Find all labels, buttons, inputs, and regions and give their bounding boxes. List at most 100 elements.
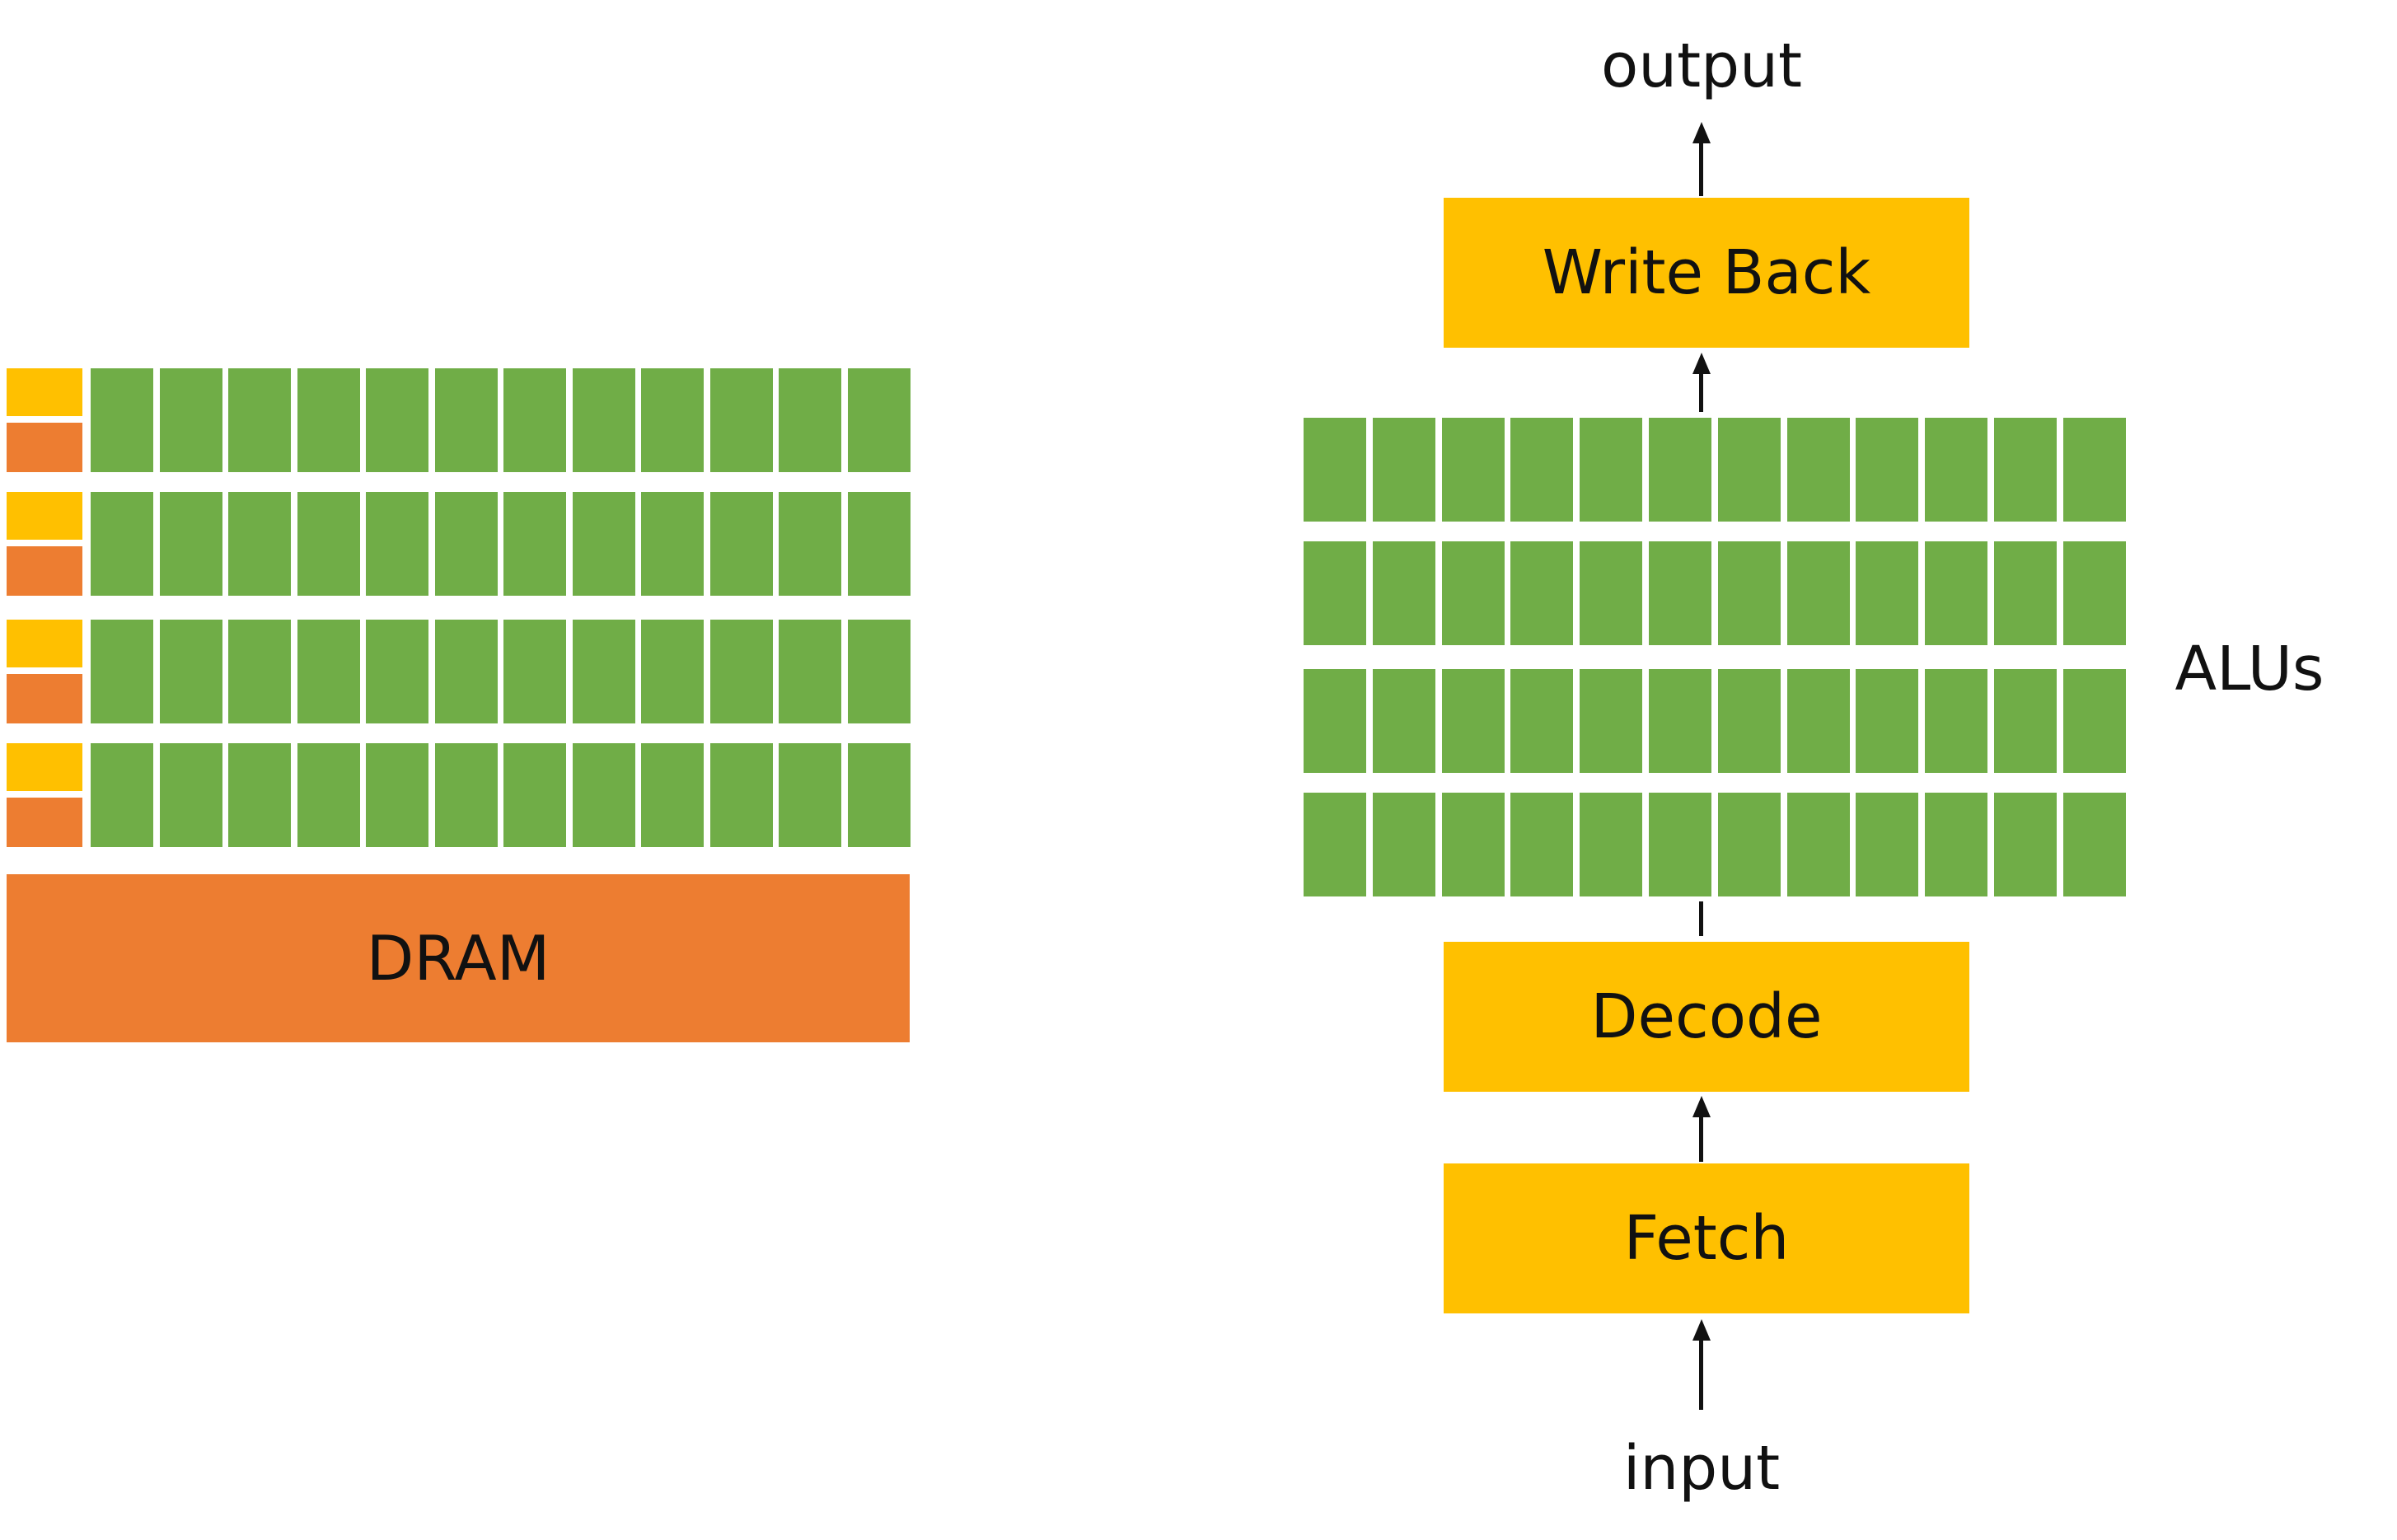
alu-cell bbox=[1649, 418, 1711, 522]
alu-cell bbox=[1925, 541, 1987, 645]
cache-unit bbox=[7, 423, 82, 472]
alu-cell bbox=[1994, 418, 2057, 522]
input-label: input bbox=[1622, 1433, 1781, 1504]
control-unit bbox=[7, 620, 82, 667]
alu-cell bbox=[1510, 418, 1573, 522]
control-unit bbox=[7, 368, 82, 416]
alu-cell bbox=[710, 620, 773, 723]
alu-cell bbox=[1442, 541, 1505, 645]
arrow-head-fetch bbox=[1692, 1319, 1711, 1341]
alu-cell bbox=[641, 368, 704, 472]
arrow-head-decode bbox=[1692, 1096, 1711, 1117]
alu-cell bbox=[779, 368, 841, 472]
alu-cell bbox=[366, 492, 428, 596]
alu-cell bbox=[2063, 793, 2126, 896]
alu-cell bbox=[1856, 418, 1918, 522]
alu-cell bbox=[91, 620, 153, 723]
alu-cell bbox=[1718, 793, 1781, 896]
alu-cell bbox=[297, 743, 360, 847]
alu-cell bbox=[573, 743, 635, 847]
alu-cell bbox=[1304, 418, 1366, 522]
alu-cell bbox=[573, 368, 635, 472]
alu-cell bbox=[1442, 669, 1505, 773]
alu-cell bbox=[1580, 541, 1642, 645]
alu-cell bbox=[503, 368, 566, 472]
alu-cell bbox=[848, 492, 911, 596]
alu-cell bbox=[1580, 669, 1642, 773]
alu-cell bbox=[228, 743, 291, 847]
alu-cell bbox=[1856, 669, 1918, 773]
control-unit bbox=[7, 492, 82, 540]
alu-cell bbox=[1373, 418, 1435, 522]
alu-cell bbox=[435, 492, 498, 596]
alu-cell bbox=[1304, 669, 1366, 773]
alu-cell bbox=[710, 743, 773, 847]
alu-cell bbox=[710, 368, 773, 472]
alu-cell bbox=[1304, 793, 1366, 896]
cache-unit bbox=[7, 674, 82, 723]
arrow-input-to-fetch bbox=[1699, 1339, 1703, 1410]
alu-cell bbox=[2063, 669, 2126, 773]
alu-cell bbox=[1373, 541, 1435, 645]
arrow-fetch-to-decode bbox=[1699, 1116, 1703, 1162]
alu-cell bbox=[641, 620, 704, 723]
alu-cell bbox=[1856, 793, 1918, 896]
alu-cell bbox=[2063, 418, 2126, 522]
dram-block: DRAM bbox=[7, 874, 910, 1042]
cache-unit bbox=[7, 546, 82, 596]
alu-cell bbox=[435, 620, 498, 723]
decode-label: Decode bbox=[1590, 981, 1823, 1052]
alu-cell bbox=[1856, 541, 1918, 645]
alu-cell bbox=[91, 743, 153, 847]
alu-cell bbox=[160, 620, 222, 723]
alu-cell bbox=[1994, 669, 2057, 773]
alu-cell bbox=[1925, 793, 1987, 896]
alu-cell bbox=[297, 620, 360, 723]
alu-cell bbox=[435, 743, 498, 847]
alu-cell bbox=[1787, 418, 1850, 522]
alu-cell bbox=[1787, 541, 1850, 645]
alu-cell bbox=[1718, 541, 1781, 645]
alu-cell bbox=[366, 743, 428, 847]
arrow-writeback-to-output bbox=[1699, 142, 1703, 196]
alu-cell bbox=[160, 492, 222, 596]
alu-cell bbox=[848, 620, 911, 723]
dram-label: DRAM bbox=[366, 922, 550, 995]
alu-cell bbox=[573, 492, 635, 596]
alu-cell bbox=[1787, 793, 1850, 896]
alu-cell bbox=[848, 368, 911, 472]
connector-decode-to-alus bbox=[1699, 901, 1703, 936]
arrow-head-writeback bbox=[1692, 353, 1711, 374]
alu-cell bbox=[228, 368, 291, 472]
write-back-block: Write Back bbox=[1444, 198, 1969, 348]
alu-cell bbox=[1373, 669, 1435, 773]
fetch-block: Fetch bbox=[1444, 1163, 1969, 1313]
alu-cell bbox=[779, 743, 841, 847]
alu-cell bbox=[366, 620, 428, 723]
write-back-label: Write Back bbox=[1542, 237, 1871, 308]
alu-cell bbox=[1649, 541, 1711, 645]
alu-cell bbox=[1373, 793, 1435, 896]
alu-cell bbox=[1994, 541, 2057, 645]
alu-cell bbox=[1649, 669, 1711, 773]
alu-cell bbox=[1510, 669, 1573, 773]
alu-cell bbox=[1510, 793, 1573, 896]
alu-cell bbox=[1580, 793, 1642, 896]
alu-cell bbox=[1925, 418, 1987, 522]
alu-cell bbox=[1718, 669, 1781, 773]
cache-unit bbox=[7, 798, 82, 847]
alu-cell bbox=[641, 492, 704, 596]
alu-cell bbox=[1442, 418, 1505, 522]
alu-cell bbox=[160, 368, 222, 472]
alu-cell bbox=[1510, 541, 1573, 645]
alu-cell bbox=[297, 368, 360, 472]
alu-cell bbox=[228, 492, 291, 596]
alu-cell bbox=[1718, 418, 1781, 522]
alu-cell bbox=[848, 743, 911, 847]
alu-cell bbox=[1994, 793, 2057, 896]
alu-cell bbox=[297, 492, 360, 596]
alus-label: ALUs bbox=[2175, 634, 2324, 704]
alu-cell bbox=[710, 492, 773, 596]
alu-cell bbox=[503, 743, 566, 847]
